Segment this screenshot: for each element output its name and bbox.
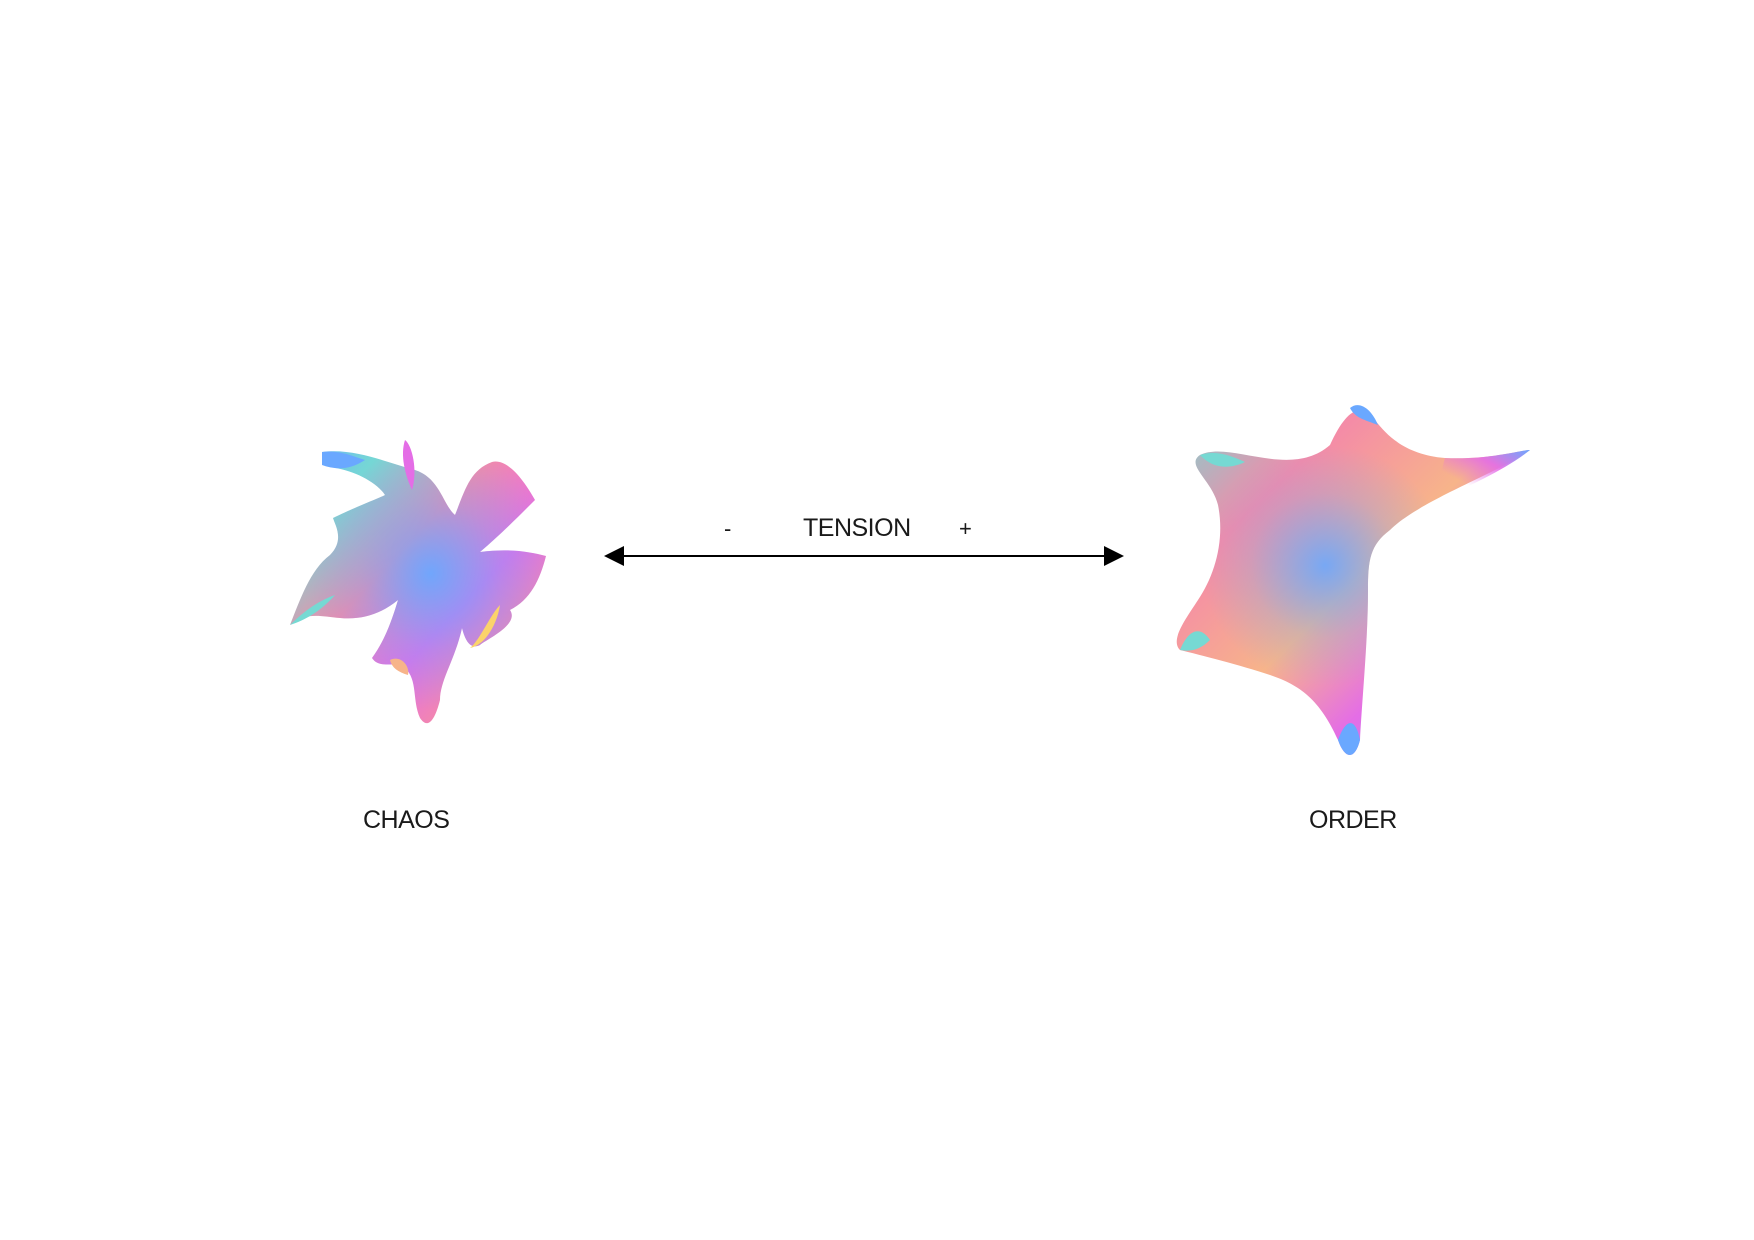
- tension-low-marker: -: [724, 516, 731, 541]
- arrowhead-right: [1104, 546, 1124, 566]
- tension-label: TENSION: [803, 514, 911, 542]
- arrowhead-left: [604, 546, 624, 566]
- tension-high-marker: +: [959, 516, 972, 541]
- tension-axis-arrow: [604, 546, 1124, 566]
- chaos-label: CHAOS: [363, 806, 450, 834]
- chaos-blob: [290, 440, 546, 724]
- order-label: ORDER: [1309, 806, 1397, 834]
- order-blob: [1176, 405, 1530, 755]
